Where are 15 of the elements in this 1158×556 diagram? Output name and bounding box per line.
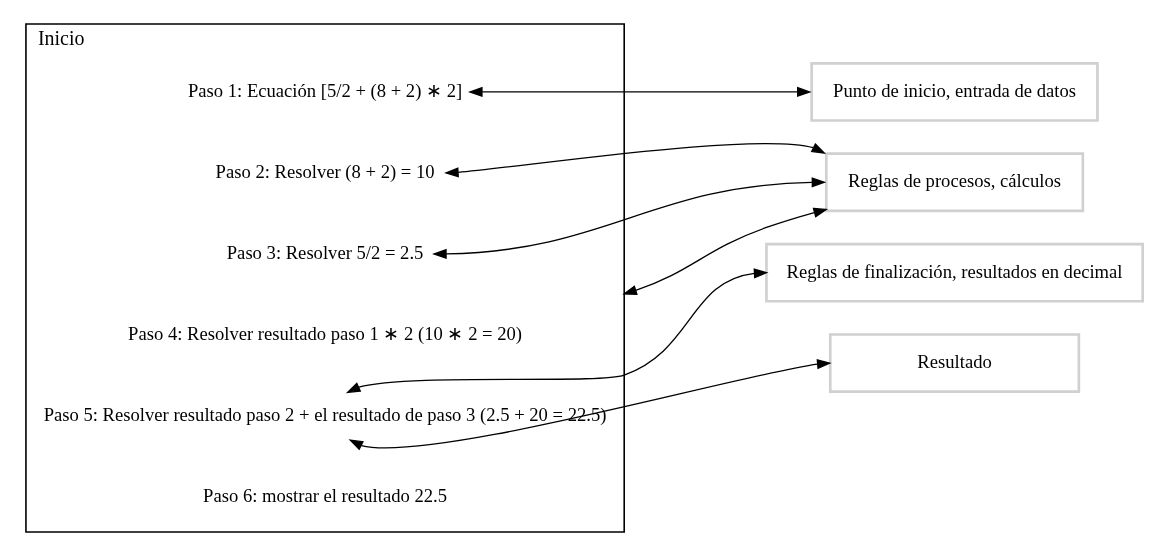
node-box: Resultado	[828, 333, 1081, 393]
node-text: Paso 4: Resolver resultado paso 1 ∗ 2 (10 ∗ 2 = 20)	[128, 323, 523, 345]
node-text: Paso 1: Ecuación [5/2 + (8 + 2) ∗ 2]	[187, 79, 463, 101]
arrow	[345, 268, 769, 394]
arrow	[622, 207, 829, 296]
node-box: Reglas de procesos, cálculos	[824, 152, 1085, 213]
arrow	[444, 142, 827, 178]
arrow	[432, 177, 827, 260]
arrow	[467, 86, 812, 97]
arrow	[348, 359, 832, 451]
node-box: Reglas de finalización, resultados en decimal	[765, 242, 1144, 303]
node-text: Paso 2: Resolver (8 + 2) = 10	[215, 160, 435, 182]
node-box: Punto de inicio, entrada de datos	[810, 61, 1099, 122]
node-text: Paso 3: Resolver 5/2 = 2.5	[226, 241, 424, 263]
node-text: Paso 6: mostrar el resultado 22.5	[203, 485, 448, 507]
